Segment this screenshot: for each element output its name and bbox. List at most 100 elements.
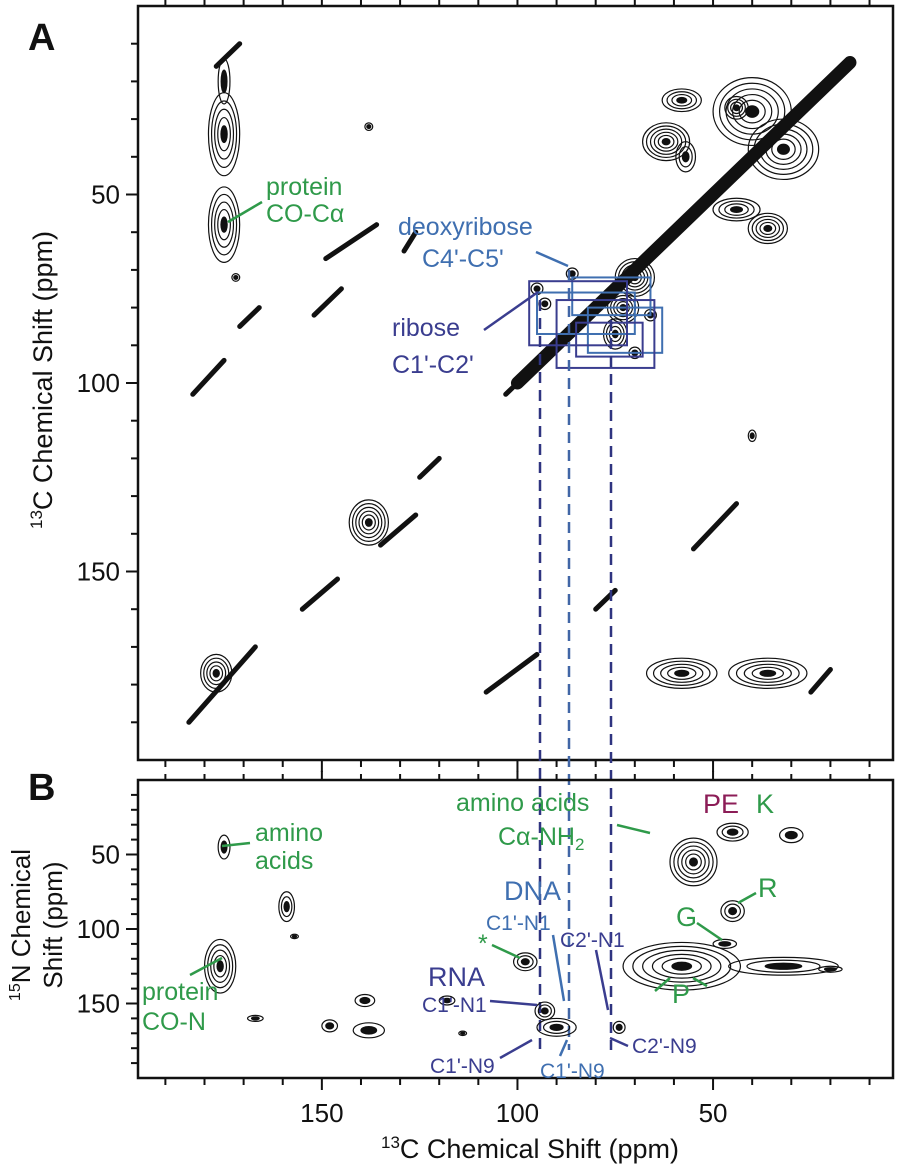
leader-amino-acids-left [221,841,251,848]
diagonal-streak [483,651,540,695]
panel-b-peak-contour [671,961,693,971]
panel-a-ticks [126,0,871,772]
diagonal-streak [378,512,419,548]
panel-b-peak-contour [537,1004,552,1018]
panel-b-peak-contour [250,1016,260,1021]
panel-b-peak [728,956,839,976]
panel-a-peak-contour [724,203,749,216]
panel-a-peak-contour [361,514,376,531]
panel-a-peak-contour [763,224,773,233]
y-tick-label: 50 [91,180,120,210]
panel-b-peak-contour [685,853,702,871]
panel-a-peak-contour [207,186,241,263]
panel-a-ylabel: 13C Chemical Shift (ppm) [27,231,58,529]
panel-a-peak [712,197,761,222]
panel-a-peak-contour [747,212,789,245]
panel-a-peak-contour [749,432,755,440]
label-rna-c1-n1: C1'-N1 [422,994,487,1017]
panel-a-peak-contour [728,657,808,689]
leader-rna-c1-n1 [489,999,538,1007]
panel-a-peak-contour [355,506,383,539]
y-tick-label: 100 [77,914,120,944]
panel-b-peak [438,995,456,1006]
x-tick-label: 50 [699,1098,728,1128]
panel-a-peak-contour [718,200,755,219]
panel-b-peak-contour [818,965,843,973]
panel-b-peak-contour [724,903,742,919]
panel-a-peak-contour [733,104,741,112]
panel-b-peak-contour [536,1017,577,1037]
panel-b-peak-contour [210,949,231,983]
panel-a-peak-contour [747,429,757,443]
panel-b-peak-contour [352,1022,386,1039]
panel-a-peak [728,657,808,689]
panel-a-peak-contour [751,215,785,242]
panel-a-peak-contour [727,98,746,117]
panel-a-peak-contour [210,100,238,168]
label-c1-c2: C1'-C2' [392,351,474,379]
diagonal-ridge-tail [503,380,520,397]
panel-b-peak-contour [718,941,732,947]
panel-a-peak-contour [759,221,777,236]
panel-a-peak-contour [207,92,241,177]
leader-protein-co-ca [227,200,263,224]
panel-b-peak-contour [283,901,290,913]
diagonal-ridge [510,56,857,390]
label-c2-n1: C2'-N1 [560,929,625,952]
panel-a-peak [200,653,233,693]
label-p: P [672,979,690,1009]
panel-b-ylabel-line1: 15N Chemical [6,849,36,1001]
panel-a-peak-contour [214,201,235,248]
panel-a-peak-contour [206,661,227,686]
label-rna: RNA [428,962,485,992]
panel-b-peak-contour [728,907,738,916]
panel-a-peak-contour [712,197,761,222]
leader-star [491,943,521,960]
panel-a-peak-contour [217,208,231,241]
diagonal-streak [808,667,833,695]
panel-b-peak-contour [458,1030,468,1037]
panel-a-peak-contour [667,666,697,680]
panel-a-peak-contour [671,93,693,107]
panel-a-peak-contour [348,499,390,546]
panel-a-peak [642,122,691,162]
label-ca-nh-text: Cα-NH [498,823,575,851]
panel-a-peak-contour [366,124,372,130]
y-tick-label: 50 [91,840,120,870]
panel-a-peak-contour [649,128,683,155]
label-amino: amino [255,819,323,847]
panel-a-peak-contour [217,116,231,152]
panel-a-peak-contour [642,122,691,162]
ribose-correlation-boxes [528,276,664,369]
label-pe: PE [703,789,739,819]
panel-b-peak-contour [673,841,714,883]
panel-a-peak-contour [735,660,800,686]
annotation-deoxyribose: deoxyribose C4'-C5' [398,213,569,273]
panel-b-peak-contour [642,949,722,983]
panel-b-peak-contour [520,958,530,966]
label-g: G [676,902,697,932]
leader-p-right [692,976,708,988]
panel-b-peak [669,837,718,887]
panel-a-peak [231,273,241,282]
panel-a-peak-contour [210,193,238,256]
annotation-ribose: ribose C1'-C2' [392,290,539,379]
panel-a-peak [747,429,757,443]
diagonal-streak [593,587,618,612]
panel-a-peak-contour [212,668,220,678]
panel-b-peak [246,1014,264,1023]
panel-b-peak-contour [549,1023,564,1031]
panel-b-ylabel-rest: N Chemical [6,849,36,983]
panel-a-ylabel-sup: 13 [27,510,46,529]
panel-a-peak-contour [214,108,235,160]
panel-b-peak-contour [712,938,738,950]
label-ribose: ribose [392,314,460,342]
panel-b-peak-contour [359,996,371,1005]
panel-b-peak-contour [784,830,798,840]
panel-b-peak [289,933,299,940]
panel-b-peak-contour [677,845,710,879]
panel-b-peak-contour [823,967,837,972]
panel-b-peak-contour [720,900,745,923]
